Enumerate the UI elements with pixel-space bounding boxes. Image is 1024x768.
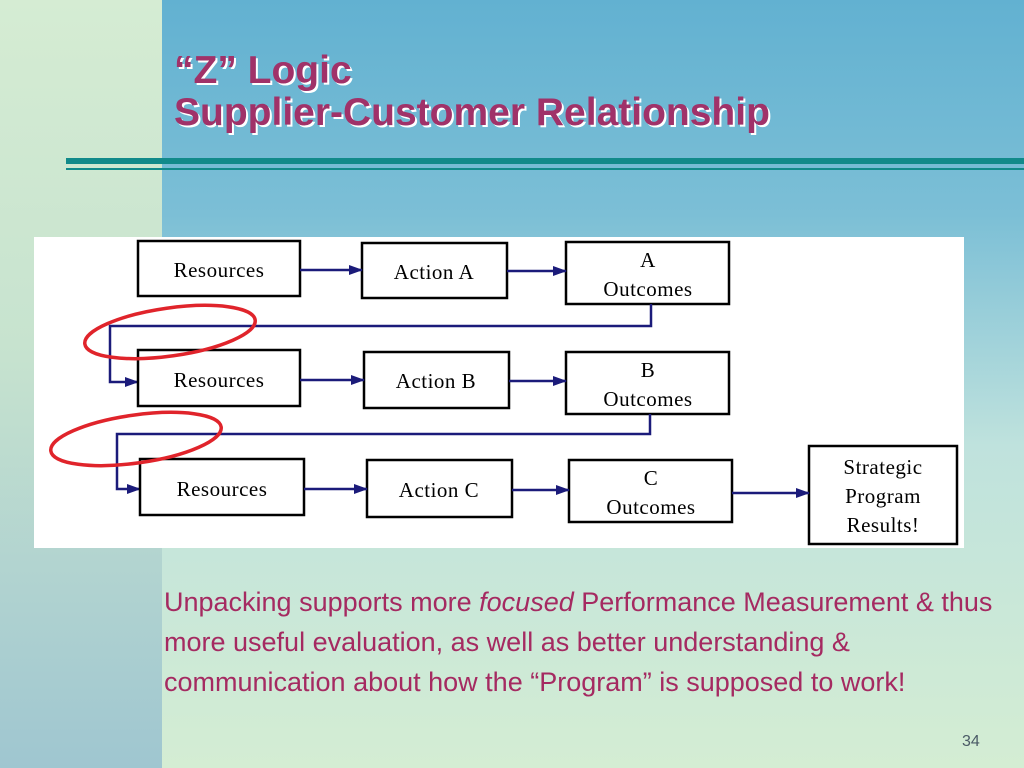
page-number: 34 [962,733,980,750]
resources-box-c: Resources [138,457,306,517]
highlight-ellipse-2 [49,410,223,468]
action-b-label: Action B [396,369,476,393]
strategic-results-line-3: Results! [847,513,920,537]
highlight-ellipse-1 [83,303,257,361]
outcomes-b-box: B Outcomes [564,350,731,416]
strategic-results-line-2: Program [845,484,921,508]
body-text-start: Unpacking supports more [164,587,480,617]
title-divider-thin [66,168,1024,170]
slide-title: “Z” Logic Supplier-Customer Relationship [174,50,770,134]
title-line-1: “Z” Logic [174,49,352,92]
body-text-end: Performance Measurement & thus more usef… [164,587,993,697]
resources-box-a: Resources [136,239,302,298]
body-paragraph: Unpacking supports more focused Performa… [164,582,1014,702]
outcomes-b-line-2: Outcomes [603,387,692,411]
action-c-box: Action C [365,458,514,519]
resources-label-c: Resources [177,477,268,501]
strategic-results-box: Strategic Program Results! [807,444,959,546]
resources-label-b: Resources [174,368,265,392]
body-text-emphasis: focused [479,587,574,617]
action-a-label: Action A [394,260,475,284]
z-connector-a-to-b [108,304,653,387]
action-a-box: Action A [360,241,509,300]
outcomes-a-line-1: A [640,248,656,272]
action-b-box: Action B [362,350,511,410]
resources-label-a: Resources [174,258,265,282]
outcomes-c-line-2: Outcomes [606,495,695,519]
outcomes-a-box: A Outcomes [564,240,731,306]
diagram-canvas: Resources Action A A Outcomes Resources … [49,239,959,546]
outcomes-c-line-1: C [644,466,659,490]
resources-box-b: Resources [136,348,302,408]
title-line-2: Supplier-Customer Relationship [174,91,770,134]
title-divider-thick [66,158,1024,164]
outcomes-a-line-2: Outcomes [603,277,692,301]
z-connector-b-to-c [115,414,652,494]
strategic-results-line-1: Strategic [843,455,922,479]
action-c-label: Action C [399,478,479,502]
outcomes-c-box: C Outcomes [567,458,734,524]
logic-model-diagram: Resources Action A A Outcomes Resources … [34,237,964,548]
outcomes-b-line-1: B [641,358,656,382]
